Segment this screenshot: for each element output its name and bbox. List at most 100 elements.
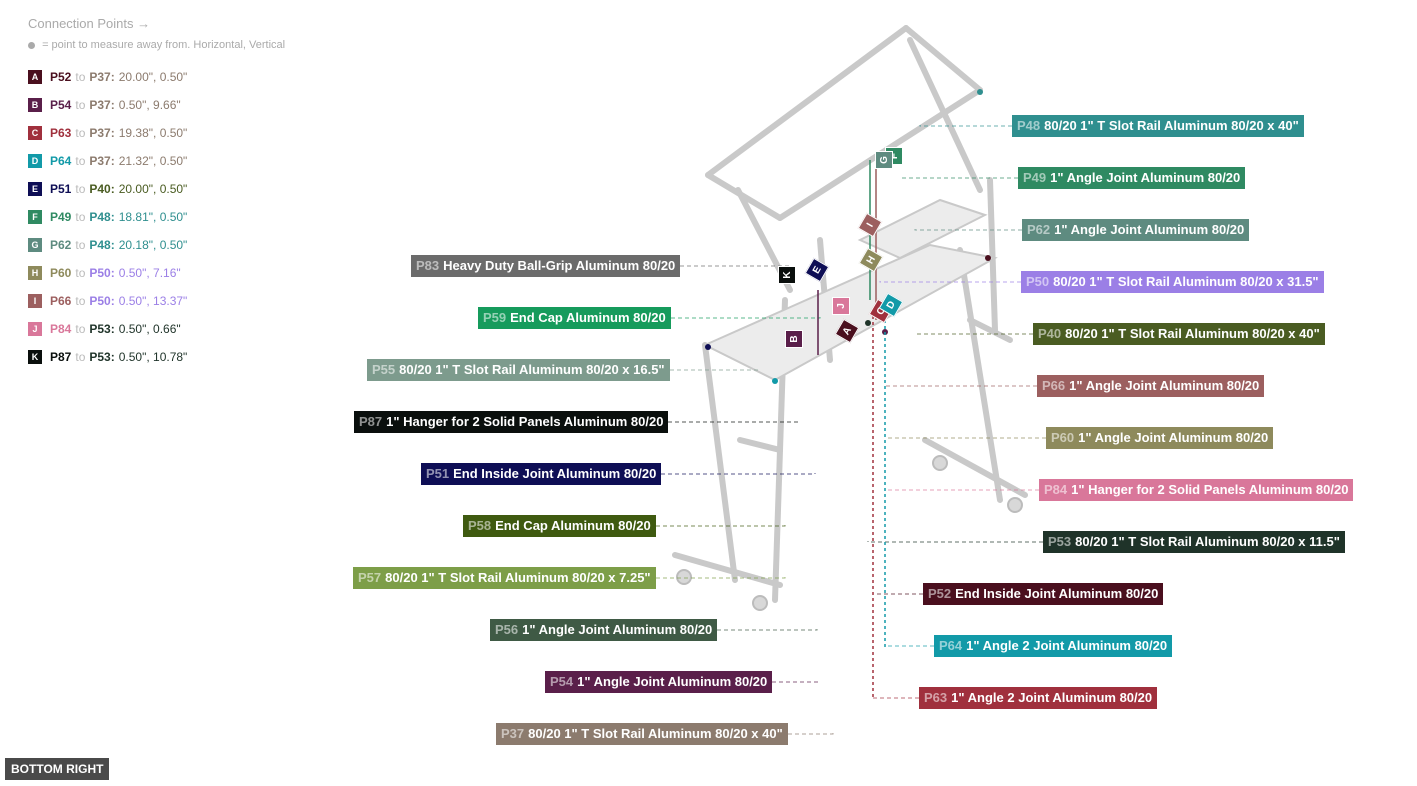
part-name: 80/20 1" T Slot Rail Aluminum 80/20 x 11… <box>1075 534 1340 549</box>
shelf-panels <box>702 198 998 382</box>
point-dot <box>865 320 871 326</box>
part-name: End Inside Joint Aluminum 80/20 <box>453 466 657 481</box>
connection-points-legend: Connection Points → = point to measure a… <box>28 16 358 371</box>
part-name: 1" Angle Joint Aluminum 80/20 <box>1078 430 1269 445</box>
part-id: P87 <box>359 414 383 429</box>
connection-badge: I <box>28 294 42 308</box>
part-id: P53 <box>1048 534 1072 549</box>
part-name: 1" Angle Joint Aluminum 80/20 <box>1054 222 1245 237</box>
connection-to-word: to <box>75 266 86 280</box>
connection-to: P40: <box>89 182 115 196</box>
connection-to-word: to <box>75 238 86 252</box>
part-name: 1" Angle Joint Aluminum 80/20 <box>1050 170 1241 185</box>
part-id: P49 <box>1023 170 1047 185</box>
connection-to-word: to <box>75 294 86 308</box>
part-name: 80/20 1" T Slot Rail Aluminum 80/20 x 7.… <box>385 570 651 585</box>
part-id: P48 <box>1017 118 1041 133</box>
dot-icon <box>28 41 35 49</box>
connection-from: P84 <box>50 322 72 336</box>
connection-marker-k[interactable]: K <box>778 266 796 284</box>
part-id: P50 <box>1026 274 1050 289</box>
connection-marker-g[interactable]: G <box>875 151 893 169</box>
part-name: 1" Angle 2 Joint Aluminum 80/20 <box>966 638 1168 653</box>
connection-marker-b[interactable]: B <box>785 330 803 348</box>
connection-from: P66 <box>50 294 72 308</box>
leader-line <box>788 733 834 735</box>
connection-to-word: to <box>75 350 86 364</box>
connection-to: P48: <box>89 210 115 224</box>
part-id: P59 <box>483 310 507 325</box>
point-dot <box>977 89 983 95</box>
connection-marker-j[interactable]: J <box>832 297 850 315</box>
connection-badge: F <box>28 210 42 224</box>
connection-point-dots <box>705 89 991 384</box>
connection-to-word: to <box>75 98 86 112</box>
leader-line <box>879 281 1021 283</box>
part-name: 1" Hanger for 2 Solid Panels Aluminum 80… <box>1071 482 1349 497</box>
view-bottom-right-button[interactable]: BOTTOM RIGHT <box>5 758 110 780</box>
part-id: P64 <box>939 638 963 653</box>
legend-note-text: = point to measure away from. Horizontal… <box>42 39 286 51</box>
connection-from: P52 <box>50 70 72 84</box>
caster-right-1 <box>932 455 948 471</box>
canopy-end-right <box>903 25 983 93</box>
part-name: End Cap Aluminum 80/20 <box>495 518 651 533</box>
part-id: P83 <box>416 258 440 273</box>
part-id: P63 <box>924 690 948 705</box>
connection-badge: J <box>28 322 42 336</box>
upright-right-front <box>957 247 1003 503</box>
part-name: 80/20 1" T Slot Rail Aluminum 80/20 x 40… <box>1065 326 1320 341</box>
leader-line <box>656 577 786 579</box>
connection-to-word: to <box>75 126 86 140</box>
legend-title[interactable]: Connection Points → <box>28 16 358 31</box>
point-dot <box>705 344 711 350</box>
part-id: P54 <box>550 674 574 689</box>
part-name: 1" Angle Joint Aluminum 80/20 <box>522 622 713 637</box>
connection-from: P64 <box>50 154 72 168</box>
part-name: 1" Angle 2 Joint Aluminum 80/20 <box>951 690 1153 705</box>
connection-from: P63 <box>50 126 72 140</box>
connection-values: 19.38", 0.50" <box>118 126 188 140</box>
point-dot <box>985 255 991 261</box>
connection-values: 0.50", 13.37" <box>118 294 188 308</box>
part-name: 80/20 1" T Slot Rail Aluminum 80/20 x 31… <box>1053 274 1319 289</box>
caster-right-2 <box>1007 497 1023 513</box>
connection-from: P54 <box>50 98 72 112</box>
connection-from: P49 <box>50 210 72 224</box>
casters <box>676 455 1023 611</box>
connection-from: P87 <box>50 350 72 364</box>
